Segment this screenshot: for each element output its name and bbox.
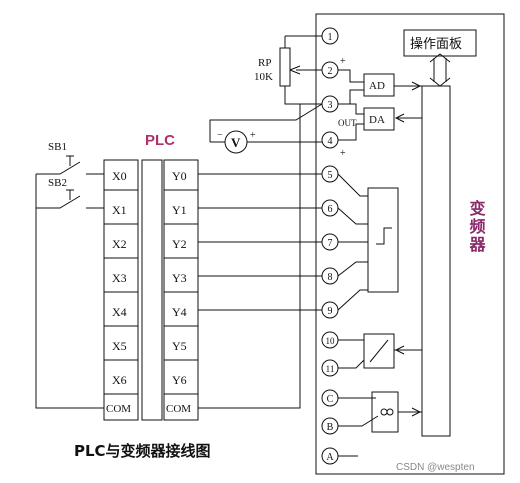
plc-output-y4: Y4 [172, 305, 187, 319]
plc-input-x0: X0 [112, 169, 127, 183]
terminal2-plus: + [340, 56, 346, 67]
watermark: CSDN @wespten [396, 462, 475, 473]
terminal-7: 7 [328, 238, 333, 249]
ad-arrow [394, 81, 422, 91]
terminal-a: A [326, 452, 334, 463]
da-arrow [394, 113, 422, 123]
plc-title: PLC [145, 132, 175, 149]
switch-label-sb2: SB2 [48, 177, 67, 189]
plc-input-x4: X4 [112, 305, 127, 319]
meter-minus: − [217, 130, 223, 141]
operation-panel-box [403, 29, 477, 57]
plc-input-x5: X5 [112, 339, 127, 353]
terminal-3: 3 [328, 100, 333, 111]
terminal-8: 8 [328, 272, 333, 283]
inverter-box [315, 13, 505, 475]
da-label: DA [369, 114, 385, 126]
plc-input-x3: X3 [112, 271, 127, 285]
terminal-1: 1 [328, 32, 333, 43]
terminal-9: 9 [328, 306, 333, 317]
ad-label: AD [369, 80, 385, 92]
terminal-6: 6 [328, 204, 333, 215]
pot-value: 10K [254, 71, 273, 83]
meter-plus: + [250, 130, 256, 141]
out-label: OUT [338, 118, 357, 128]
plc-output-com: COM [166, 403, 191, 415]
plc-input-x1: X1 [112, 203, 127, 217]
terminal-b: B [327, 422, 334, 433]
plc-row-dividers [104, 189, 198, 395]
terminal-c: C [327, 394, 334, 405]
pot-name: RP [258, 57, 271, 69]
panel-bus-arrow [429, 53, 451, 87]
plc-output-column [163, 159, 199, 421]
da-outputs [338, 103, 364, 141]
operation-panel-label: 操作面板 [410, 36, 462, 52]
potentiometer [279, 47, 291, 87]
plc-output-y1: Y1 [172, 203, 187, 217]
terminal-2: 2 [328, 66, 333, 77]
inverter-title: 变频器 [467, 199, 487, 254]
ad-inputs [338, 69, 364, 105]
pot-wiring [284, 35, 322, 105]
plc-output-y3: Y3 [172, 271, 187, 285]
relay-wiring [338, 339, 422, 369]
plc-output-y5: Y5 [172, 339, 187, 353]
terminal-11: 11 [326, 364, 335, 374]
meter-label: V [231, 135, 241, 150]
terminal4-plus: + [340, 148, 346, 159]
diagram-caption: PLC与变频器接线图 [74, 442, 211, 460]
terminal-10: 10 [326, 336, 336, 346]
output-wiring [198, 173, 322, 311]
speed-wiring [337, 173, 368, 311]
plc-output-y0: Y0 [172, 169, 187, 183]
plc-output-y6: Y6 [172, 373, 187, 387]
terminal-5: 5 [328, 170, 333, 181]
ad-box [363, 73, 395, 97]
speed-select-box [367, 187, 399, 293]
inverter-bus [421, 85, 451, 437]
plc-input-x2: X2 [112, 237, 127, 251]
plc-input-com: COM [106, 403, 131, 415]
fault-wiring [338, 397, 422, 457]
plc-middle-column [141, 159, 163, 421]
com-return-wiring [198, 104, 301, 409]
switch-label-sb1: SB1 [48, 141, 67, 153]
switch-actuators [66, 155, 74, 200]
plc-input-x6: X6 [112, 373, 127, 387]
plc-input-column [103, 159, 139, 421]
switch-wiring [35, 161, 104, 409]
terminal-4: 4 [328, 136, 333, 147]
relay-box [363, 333, 395, 369]
meter-wiring [209, 103, 323, 143]
plc-output-y2: Y2 [172, 237, 187, 251]
da-box [363, 107, 395, 131]
step-symbol [376, 227, 392, 245]
